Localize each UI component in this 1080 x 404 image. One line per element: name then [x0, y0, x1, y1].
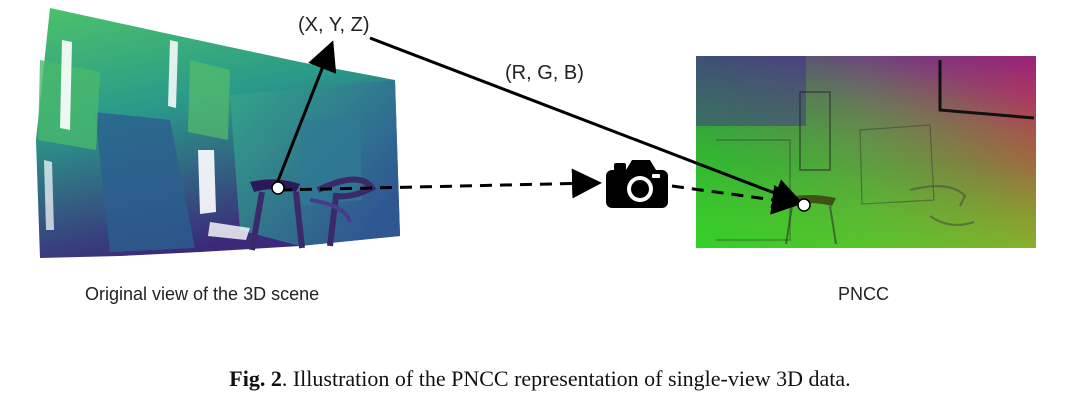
point-cloud-scene [36, 8, 400, 258]
camera-icon [606, 160, 668, 208]
pncc-point [797, 198, 811, 212]
original-view-caption: Original view of the 3D scene [85, 284, 320, 304]
rgb-mapping-arrow [369, 36, 804, 208]
projection-arrow-left [279, 168, 602, 199]
figure-caption-text: . Illustration of the PNCC representatio… [281, 366, 851, 391]
figure-number: Fig. 2 [229, 366, 282, 391]
figure-caption: Fig. 2. Illustration of the PNCC represe… [0, 366, 1080, 392]
color-label: (R, G, B) [505, 62, 584, 84]
xyz-axis-arrow [274, 40, 337, 187]
pncc-image [696, 56, 1036, 248]
coordinate-label: (X, Y, Z) [298, 14, 370, 36]
pncc-caption: PNCC [838, 284, 890, 304]
scene-point [271, 181, 285, 195]
projection-arrow-right [671, 184, 802, 215]
